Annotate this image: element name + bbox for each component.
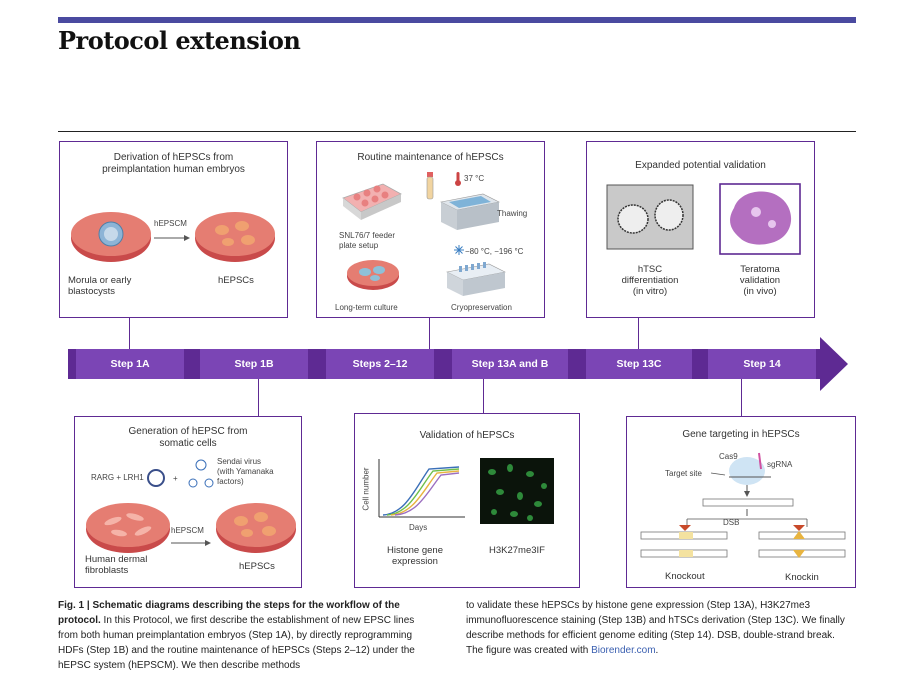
page-title: Protocol extension <box>58 26 301 55</box>
fibroblast-label-2: fibroblasts <box>85 565 129 576</box>
knockout-label: Knockout <box>665 571 705 582</box>
step-2-12: Steps 2–12 <box>352 358 408 370</box>
feeder-plate-icon <box>342 183 402 220</box>
knockin-label: Knockin <box>785 572 819 583</box>
histone-label-1: Histone gene <box>387 545 443 556</box>
feeder-label-1: SNL76/7 feeder <box>339 231 396 240</box>
sendai-label-1: Sendai virus <box>217 457 262 466</box>
thawing-label: Thawing <box>497 209 528 218</box>
long-term-label: Long-term culture <box>335 303 398 312</box>
growth-ylabel: Cell number <box>361 467 371 511</box>
histone-label-2: expression <box>392 556 438 567</box>
step-1a: Step 1A <box>110 358 150 370</box>
generation-title-1: Generation of hEPSC from <box>128 426 248 437</box>
vial-icon <box>426 172 434 200</box>
plus-sign: + <box>173 474 178 483</box>
connector-13ab <box>483 379 485 413</box>
thaw-temp: 37 °C <box>464 174 485 183</box>
derivation-left-label-2: blastocysts <box>68 286 115 297</box>
snowflake-icon <box>454 245 464 255</box>
connector-1b <box>258 379 260 417</box>
step-13ab: Step 13A and B <box>471 358 549 370</box>
cryo-temp: −80 °C, −196 °C <box>465 247 524 256</box>
plasmid-icon <box>147 469 165 487</box>
caption-right: to validate these hEPSCs by histone gene… <box>466 598 852 658</box>
expanded-box: Expanded potential validation hTSC diffe… <box>586 141 815 318</box>
fibroblast-dish-icon <box>86 503 170 553</box>
if-micrograph-icon <box>480 458 554 524</box>
htsc-micrograph-icon <box>606 184 694 250</box>
growth-xlabel: Days <box>409 523 428 532</box>
cryo-label: Cryopreservation <box>451 303 512 312</box>
sendai-label-3: factors) <box>217 477 244 486</box>
derivation-right-label: hEPSCs <box>218 275 254 286</box>
step-14: Step 14 <box>743 358 781 370</box>
derivation-title-1: Derivation of hEPSCs from <box>113 152 234 163</box>
maintenance-title: Routine maintenance of hEPSCs <box>357 152 504 163</box>
htsc-label-2: differentiation <box>621 275 679 286</box>
cas9-label: Cas9 <box>719 452 738 461</box>
culture-dish-icon <box>347 260 399 290</box>
derivation-arrow-label: hEPSCM <box>154 219 187 228</box>
reprogrammed-dish-icon <box>216 503 296 553</box>
expanded-title: Expanded potential validation <box>635 160 766 171</box>
generation-right-label: hEPSCs <box>239 561 275 572</box>
generation-arrow-label: hEPSCM <box>171 526 204 535</box>
gene-targeting-box: Gene targeting in hEPSCs Cas9 sgRNA Targ… <box>626 416 856 588</box>
caption-end: . <box>655 645 659 656</box>
htsc-label-1: hTSC <box>637 264 663 275</box>
target-label: Target site <box>665 469 702 478</box>
derivation-title-2: preimplantation human embryos <box>102 164 245 175</box>
connector-2-12 <box>429 318 431 349</box>
generation-box: Generation of hEPSC from somatic cells R… <box>74 416 302 588</box>
validation-box: Validation of hEPSCs Cell number Days Hi… <box>354 413 580 588</box>
caption-right-text: to validate these hEPSCs by histone gene… <box>466 600 845 656</box>
water-bath-icon <box>440 193 500 230</box>
connector-13c <box>638 318 640 349</box>
if-label: H3K27me3IF <box>489 545 545 556</box>
header-rule <box>58 131 856 132</box>
biorender-link[interactable]: Biorender.com <box>591 645 656 656</box>
cryo-box-icon <box>446 262 506 296</box>
connector-14 <box>741 379 743 417</box>
dna-strands-icon <box>640 472 846 558</box>
gene-title: Gene targeting in hEPSCs <box>682 429 800 440</box>
sgrna-label: sgRNA <box>767 460 793 469</box>
teratoma-label-2: validation <box>739 275 781 286</box>
teratoma-label-1: Teratoma <box>740 264 780 275</box>
feeder-label-2: plate setup <box>339 241 379 250</box>
fibroblast-label-1: Human dermal <box>85 554 148 565</box>
htsc-label-3: (in vitro) <box>632 286 668 297</box>
derivation-box: Derivation of hEPSCs from preimplantatio… <box>59 141 288 318</box>
generation-arrow-icon <box>171 540 211 546</box>
maintenance-box: Routine maintenance of hEPSCs SNL76/7 fe… <box>316 141 545 318</box>
caption-bold: Fig. 1 | Schematic diagrams describing t… <box>58 600 400 626</box>
derivation-arrow-icon <box>154 235 190 241</box>
teratoma-histology-icon <box>719 183 801 255</box>
thermometer-icon <box>455 172 461 186</box>
step-1b: Step 1B <box>234 358 274 370</box>
top-accent-bar <box>58 17 856 23</box>
validation-title: Validation of hEPSCs <box>419 430 515 441</box>
derivation-left-label-1: Morula or early <box>68 275 132 286</box>
dsb-label: DSB <box>723 518 740 527</box>
step-13c: Step 13C <box>616 358 662 370</box>
caption-left-text: In this Protocol, we first describe the … <box>58 615 415 671</box>
rarg-label: RARG + LRH1 <box>91 473 144 482</box>
hepsc-dish-icon <box>195 212 275 262</box>
sendai-virus-icon <box>188 459 214 488</box>
teratoma-label-3: (in vivo) <box>743 286 777 297</box>
connector-1a <box>129 318 131 349</box>
generation-title-2: somatic cells <box>159 438 217 449</box>
cas9-complex-icon <box>729 452 771 485</box>
growth-curve-plot <box>378 459 465 518</box>
sendai-label-2: (with Yamanaka <box>217 467 274 476</box>
caption-left: Fig. 1 | Schematic diagrams describing t… <box>58 598 420 673</box>
embryo-dish-icon <box>71 212 151 262</box>
